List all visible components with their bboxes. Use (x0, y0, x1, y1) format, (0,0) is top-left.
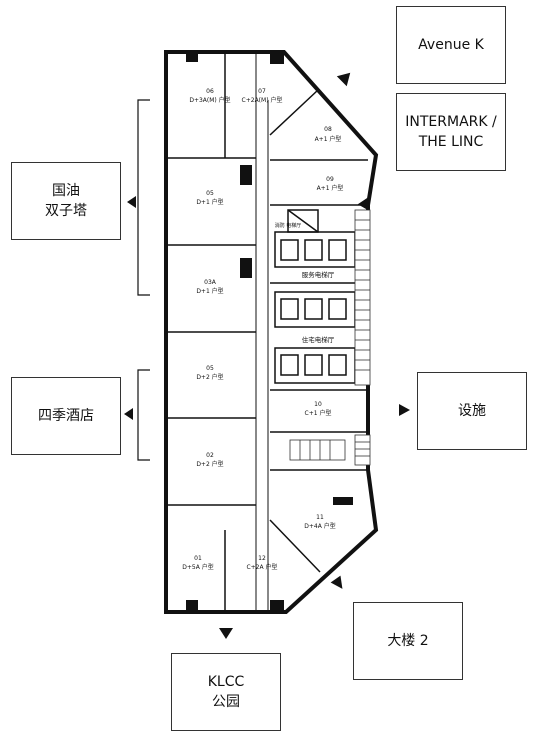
brackets (137, 99, 150, 461)
intermark-label: INTERMARK / THE LINC (405, 114, 497, 150)
service-lobby-label: 服务电梯厅 (302, 270, 335, 279)
arrow-up-right-icon (357, 196, 369, 211)
stairs (289, 209, 371, 466)
unit-03a-no: 03A (204, 279, 217, 286)
unit-09-type: A+1 户型 (317, 184, 344, 192)
unit-12-type: C+2A 户型 (246, 563, 277, 571)
unit-12-no: 12 (258, 555, 266, 562)
unit-05b-type: D+2 户型 (196, 373, 223, 381)
unit-02-no: 02 (206, 452, 214, 459)
right-upper-walls (269, 89, 368, 206)
unit-07-type: C+2A(M) 户型 (242, 96, 283, 104)
unit-05b-no: 05 (206, 365, 214, 372)
unit-10-type: C+1 户型 (305, 409, 332, 417)
unit-07-no: 07 (258, 88, 266, 95)
four-seasons-label: 四季酒店 (38, 408, 94, 424)
landmark-klcc-park: KLCC 公园 (171, 653, 281, 731)
unit-02-type: D+2 户型 (196, 460, 223, 468)
unit-11-type: D+4A 户型 (304, 522, 335, 530)
left-unit-walls (166, 52, 269, 612)
landmark-petronas: 国油 双子塔 (11, 162, 121, 240)
facilities-label: 设施 (458, 403, 486, 419)
residential-lobby-label: 住宅电梯厅 (302, 335, 335, 344)
wall-fragments (186, 52, 353, 612)
arrow-right-facilities-icon (399, 404, 410, 416)
unit-08-no: 08 (324, 126, 332, 133)
unit-01-type: D+5A 户型 (182, 563, 213, 571)
avenue-k-label: Avenue K (418, 37, 484, 53)
unit-01-no: 01 (194, 555, 202, 562)
unit-05a-type: D+1 户型 (196, 198, 223, 206)
landmark-avenue-k: Avenue K (396, 6, 506, 84)
unit-05a-no: 05 (206, 190, 214, 197)
unit-10-no: 10 (314, 401, 322, 408)
arrow-left-fourseasons-icon (124, 408, 133, 420)
arrow-down-right-icon (330, 575, 343, 589)
fire-lobby-label: 消防 电梯厅 (275, 222, 302, 229)
arrow-left-petronas-icon (127, 196, 136, 208)
petronas-label: 国油 双子塔 (45, 183, 87, 219)
landmark-intermark: INTERMARK / THE LINC (396, 93, 506, 171)
arrow-down-park-icon (219, 628, 233, 639)
arrow-up-icon (336, 72, 351, 87)
unit-09-no: 09 (326, 176, 334, 183)
right-lower-walls (269, 389, 368, 573)
unit-08-type: A+1 户型 (315, 135, 342, 143)
unit-03a-type: D+1 户型 (196, 287, 223, 295)
direction-arrows (124, 72, 410, 639)
unit-06-no: 06 (206, 88, 214, 95)
landmark-tower2: 大楼 2 (353, 602, 463, 680)
klcc-park-label: KLCC 公园 (207, 674, 245, 710)
unit-labels: 06 D+3A(M) 户型 07 C+2A(M) 户型 08 A+1 户型 09… (182, 88, 343, 571)
unit-11-no: 11 (316, 514, 324, 521)
landmark-four-seasons: 四季酒店 (11, 377, 121, 455)
tower2-label: 大楼 2 (387, 633, 429, 649)
unit-06-type: D+3A(M) 户型 (189, 96, 230, 104)
landmark-facilities: 设施 (417, 372, 527, 450)
